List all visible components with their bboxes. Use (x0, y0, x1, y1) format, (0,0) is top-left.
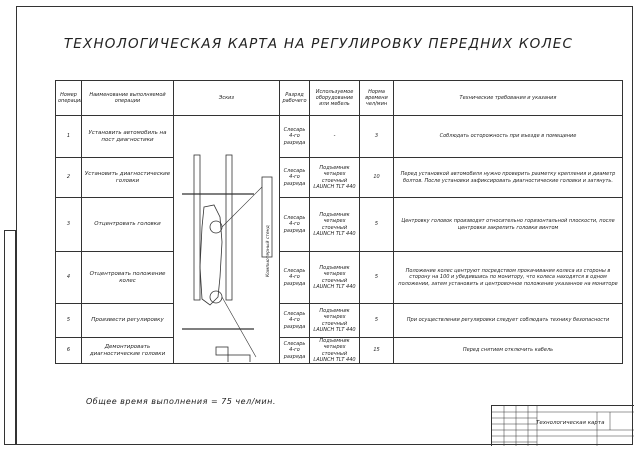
requirements: Соблюдать осторожность при въезде в поме… (393, 115, 623, 158)
op-name: Отцентровать положение колес (81, 251, 174, 304)
doc-name: Технологическая карта (536, 420, 605, 426)
title-block (491, 405, 634, 446)
console-box (227, 354, 251, 362)
op-name: Установить диагностические головки (81, 157, 174, 198)
op-number: 1 (55, 115, 82, 158)
worker-grade: Слесарь 4-го разряда (279, 303, 310, 338)
equipment: Подъемник четырех стоечный LAUNCH TLT 44… (309, 251, 360, 304)
lift-post-left (193, 154, 201, 301)
op-name: Произвести регулировку (81, 303, 174, 338)
worker-grade: Слесарь 4-го разряда (279, 197, 310, 252)
lift-sketch: Компьютерный стенд (182, 154, 273, 362)
page-title: ТЕХНОЛОГИЧЕСКАЯ КАРТА НА РЕГУЛИРОВКУ ПЕР… (63, 36, 574, 52)
header-requirements: Технические требования и указания (393, 80, 623, 116)
side-stamp-strip (4, 230, 16, 445)
worker-grade: Слесарь 4-го разряда (279, 157, 310, 198)
equipment: Подъемник четырех стоечный LAUNCH TLT 44… (309, 197, 360, 252)
computer-stand (261, 176, 273, 258)
header-worker-grade: Разряд рабочего (279, 80, 310, 116)
equipment: Подъемник четырех стоечный LAUNCH TLT 44… (309, 303, 360, 338)
table-row: 4 Отцентровать положение колес Слесарь 4… (55, 251, 623, 304)
op-number: 6 (55, 337, 82, 364)
title-block-grid (492, 406, 634, 446)
requirements: При осуществлении регулировки следует со… (393, 303, 623, 338)
wheel-rear-icon (209, 290, 223, 304)
sketch-cell: Компьютерный стенд (173, 115, 280, 364)
worker-grade: Слесарь 4-го разряда (279, 337, 310, 364)
equipment: Подъемник четырех стоечный LAUNCH TLT 44… (309, 337, 360, 364)
op-name: Демонтировать диагностические головки (81, 337, 174, 364)
worker-grade: Слесарь 4-го разряда (279, 115, 310, 158)
op-number: 3 (55, 197, 82, 252)
time-norm: 15 (359, 337, 394, 364)
time-norm: 3 (359, 115, 394, 158)
time-norm: 5 (359, 303, 394, 338)
time-norm: 10 (359, 157, 394, 198)
time-norm: 5 (359, 251, 394, 304)
sketch-label: Компьютерный стенд (265, 225, 271, 277)
table-row: 5 Произвести регулировку Слесарь 4-го ра… (55, 303, 623, 338)
header-op-number: Номер операции (55, 80, 82, 116)
table-row: 6 Демонтировать диагностические головки … (55, 337, 623, 364)
requirements: Перед установкой автомобиля нужно провер… (393, 157, 623, 198)
header-sketch: Эскиз (173, 80, 280, 116)
op-name: Установить автомобиль на пост диагностик… (81, 115, 174, 158)
op-number: 4 (55, 251, 82, 304)
requirements: Положение колес центруют посредством про… (393, 251, 623, 304)
table-row: 1 Установить автомобиль на пост диагност… (55, 115, 623, 364)
cable-line (221, 186, 263, 228)
lift-post-right (225, 154, 233, 301)
equipment: Подъемник четырех стоечный LAUNCH TLT 44… (309, 157, 360, 198)
requirements: Перед снятием отключить кабель (393, 337, 623, 364)
sheet-frame (16, 6, 633, 445)
console-box-small (215, 346, 229, 356)
cable-line-2 (221, 296, 257, 358)
requirements: Центровку головок производят относительн… (393, 197, 623, 252)
time-norm: 5 (359, 197, 394, 252)
car-outline (199, 204, 223, 306)
op-name: Отцентровать головки (81, 197, 174, 252)
equipment: - (309, 115, 360, 158)
worker-grade: Слесарь 4-го разряда (279, 251, 310, 304)
op-number: 2 (55, 157, 82, 198)
table-row: 3 Отцентровать головки Слесарь 4-го разр… (55, 197, 623, 252)
op-number: 5 (55, 303, 82, 338)
header-equipment: Используемое оборудование или мебель (309, 80, 360, 116)
header-op-name: Наименование выполняемой операции (81, 80, 174, 116)
wheel-front-icon (209, 220, 223, 234)
table-header-row: Номер операции Наименование выполняемой … (55, 80, 623, 116)
operations-table: Номер операции Наименование выполняемой … (55, 80, 623, 364)
table-row: 2 Установить диагностические головки Сле… (55, 157, 623, 198)
total-time-note: Общее время выполнения = 75 чел/мин. (86, 397, 276, 406)
header-time-norm: Норма времени чел/мин (359, 80, 394, 116)
